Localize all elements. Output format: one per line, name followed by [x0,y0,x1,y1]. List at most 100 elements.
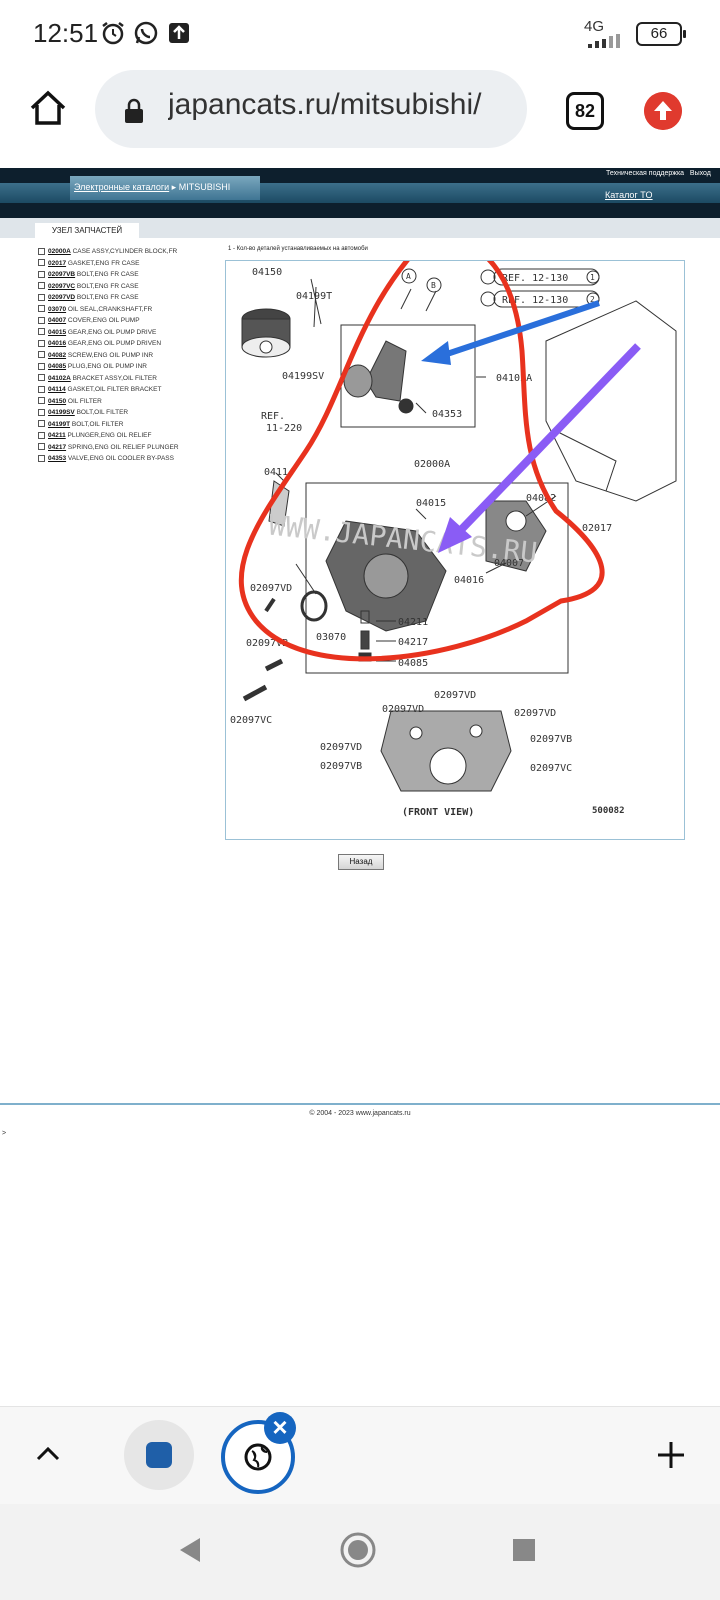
part-name[interactable]: OIL SEAL,CRANKSHAFT,FR [67,305,153,313]
tab-switcher-button[interactable]: 82 [566,92,604,130]
front-view-drawing [380,710,512,792]
part-code[interactable]: 04015 [48,328,67,336]
recents-square-icon[interactable] [512,1538,536,1562]
expand-square-icon[interactable] [38,339,45,347]
part-row[interactable]: 04150 OIL FILTER [38,396,218,408]
expand-square-icon[interactable] [38,397,45,405]
part-row[interactable]: 04102A BRACKET ASSY,OIL FILTER [38,373,218,385]
part-row[interactable]: 03070 OIL SEAL,CRANKSHAFT,FR [38,304,218,316]
expand-square-icon[interactable] [38,316,45,324]
part-row[interactable]: 04211 PLUNGER,ENG OIL RELIEF [38,430,218,442]
part-name[interactable]: GASKET,ENG FR CASE [67,259,140,267]
part-code[interactable]: 04199SV [48,409,75,416]
part-name[interactable]: SCREW,ENG OIL PUMP INR [67,351,154,359]
expand-square-icon[interactable] [38,270,45,278]
part-name[interactable]: GEAR,ENG OIL PUMP DRIVEN [67,340,162,347]
tab-thumbnail-1[interactable] [124,1420,194,1490]
part-name[interactable]: PLUG,ENG OIL PUMP INR [67,363,147,370]
part-row[interactable]: 04016 GEAR,ENG OIL PUMP DRIVEN [38,338,218,350]
part-name[interactable]: BRACKET ASSY,OIL FILTER [72,374,157,382]
part-name[interactable]: GASKET,OIL FILTER BRACKET [67,386,162,393]
expand-square-icon[interactable] [38,431,45,439]
expand-square-icon[interactable] [38,374,45,382]
part-name[interactable]: BOLT,ENG FR CASE [76,271,139,278]
logout-link[interactable]: Выход [689,170,711,177]
label-04007: 04007 [494,558,524,569]
part-code[interactable]: 02097VD [48,294,76,301]
part-row[interactable]: 04199T BOLT,OIL FILTER [38,419,218,431]
home-circle-icon[interactable] [340,1532,376,1568]
blue-arrow-annotation [440,300,600,359]
part-row[interactable]: 02097VD BOLT,ENG FR CASE [38,292,218,304]
alarm-icon [102,22,124,45]
expand-square-icon[interactable] [38,385,45,393]
expand-square-icon[interactable] [38,247,45,255]
new-tab-plus-icon[interactable] [656,1440,686,1470]
back-button[interactable]: Назад [338,854,384,870]
close-tab-icon[interactable]: × [264,1412,296,1444]
part-code[interactable]: 02097VB [48,271,76,278]
part-row[interactable]: 04085 PLUG,ENG OIL PUMP INR [38,361,218,373]
part-code[interactable]: 04199T [48,420,71,428]
part-name[interactable]: CASE ASSY,CYLINDER BLOCK,FR [72,248,178,255]
expand-square-icon[interactable] [38,454,45,462]
battery-indicator: 66 [636,22,686,46]
part-row[interactable]: 04082 SCREW,ENG OIL PUMP INR [38,350,218,362]
address-bar[interactable] [95,70,527,148]
chevron-up-icon[interactable] [34,1440,62,1468]
part-code[interactable]: 04353 [48,455,67,462]
part-code[interactable]: 04007 [48,317,67,324]
part-code[interactable]: 02000A [48,248,71,255]
expand-square-icon[interactable] [38,420,45,428]
part-row[interactable]: 04199SV BOLT,OIL FILTER [38,407,218,419]
breadcrumb-catalogs-link[interactable]: Электронные каталоги [74,182,170,192]
support-link[interactable]: Техническая поддержка [606,170,685,177]
catalog-to-link[interactable]: Каталог TO [605,190,653,200]
part-name[interactable]: BOLT,OIL FILTER [71,420,124,428]
expand-square-icon[interactable] [38,259,45,267]
part-name[interactable]: GEAR,ENG OIL PUMP DRIVE [67,328,157,336]
expand-square-icon[interactable] [38,293,45,301]
expand-square-icon[interactable] [38,282,45,290]
part-row[interactable]: 04007 COVER,ENG OIL PUMP [38,315,218,327]
part-code[interactable]: 04016 [48,340,67,347]
expand-square-icon[interactable] [38,443,45,451]
part-row[interactable]: 04015 GEAR,ENG OIL PUMP DRIVE [38,327,218,339]
part-row[interactable]: 02017 GASKET,ENG FR CASE [38,258,218,270]
part-code[interactable]: 04085 [48,363,67,370]
part-code[interactable]: 04114 [48,386,66,393]
footer-divider [0,1103,720,1105]
part-code[interactable]: 03070 [48,305,67,313]
part-code[interactable]: 02017 [48,259,67,267]
part-code[interactable]: 04082 [48,351,67,359]
part-row[interactable]: 02097VC BOLT,ENG FR CASE [38,281,218,293]
part-name[interactable]: OIL FILTER [67,397,102,405]
part-row[interactable]: 04114 GASKET,OIL FILTER BRACKET [38,384,218,396]
part-code[interactable]: 04217 [48,443,67,451]
part-name[interactable]: SPRING,ENG OIL RELIEF PLUNGER [67,443,179,451]
expand-square-icon[interactable] [38,351,45,359]
expand-square-icon[interactable] [38,328,45,336]
expand-square-icon[interactable] [38,305,45,313]
part-name[interactable]: VALVE,ENG OIL COOLER BY-PASS [67,455,174,462]
expand-square-icon[interactable] [38,408,45,416]
part-code[interactable]: 04102A [48,374,71,382]
part-code[interactable]: 04150 [48,397,67,405]
upload-arrow-icon[interactable] [644,92,682,130]
part-name[interactable]: PLUNGER,ENG OIL RELIEF [67,432,152,439]
part-row[interactable]: 02000A CASE ASSY,CYLINDER BLOCK,FR [38,246,218,258]
home-icon[interactable] [28,88,68,128]
back-triangle-icon[interactable] [178,1536,202,1564]
expand-square-icon[interactable] [38,362,45,370]
tab-parts-unit[interactable]: УЗЕЛ ЗАПЧАСТЕЙ [35,223,139,239]
part-name[interactable]: BOLT,ENG FR CASE [76,294,139,301]
part-code[interactable]: 04211 [48,432,66,439]
part-row[interactable]: 04217 SPRING,ENG OIL RELIEF PLUNGER [38,442,218,454]
part-name[interactable]: COVER,ENG OIL PUMP [67,317,140,324]
part-row[interactable]: 04353 VALVE,ENG OIL COOLER BY-PASS [38,453,218,465]
part-name[interactable]: BOLT,ENG FR CASE [76,282,139,290]
url-text[interactable]: japancats.ru/mitsubishi/ [168,88,482,121]
part-name[interactable]: BOLT,OIL FILTER [76,409,129,416]
part-row[interactable]: 02097VB BOLT,ENG FR CASE [38,269,218,281]
part-code[interactable]: 02097VC [48,282,76,290]
